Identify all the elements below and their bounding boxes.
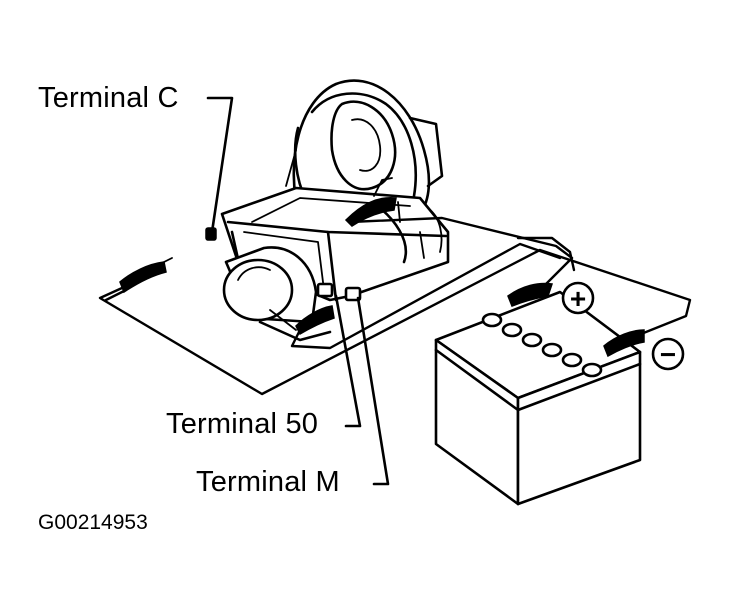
test-leads — [98, 216, 692, 396]
battery-cell-caps — [481, 312, 603, 378]
terminal-50-clip — [295, 305, 335, 336]
svg-text:+: + — [570, 283, 586, 314]
terminal-c-label: Terminal C — [38, 82, 179, 114]
terminal-c-leader — [206, 96, 234, 234]
figure-id: G00214953 — [38, 511, 148, 534]
positive-post-clip — [507, 282, 553, 307]
terminal-m-stud — [344, 286, 362, 302]
positive-symbol: + — [561, 281, 595, 315]
terminal-50-stud — [316, 282, 334, 298]
motor-end-cap — [222, 246, 332, 342]
loose-lead-clip — [119, 257, 173, 294]
terminal-m-leader — [356, 296, 390, 486]
terminal-m-label: Terminal M — [196, 466, 340, 498]
svg-text:−: − — [660, 339, 676, 370]
terminal-c-stud — [205, 227, 217, 241]
terminal-50-leader — [334, 294, 362, 428]
drive-housing — [285, 79, 444, 222]
negative-post-clip — [603, 329, 645, 358]
battery — [434, 282, 645, 506]
terminal-50-label: Terminal 50 — [166, 408, 319, 440]
leader-lines — [206, 96, 390, 486]
negative-symbol: − — [651, 337, 685, 371]
terminal-studs — [205, 227, 362, 302]
